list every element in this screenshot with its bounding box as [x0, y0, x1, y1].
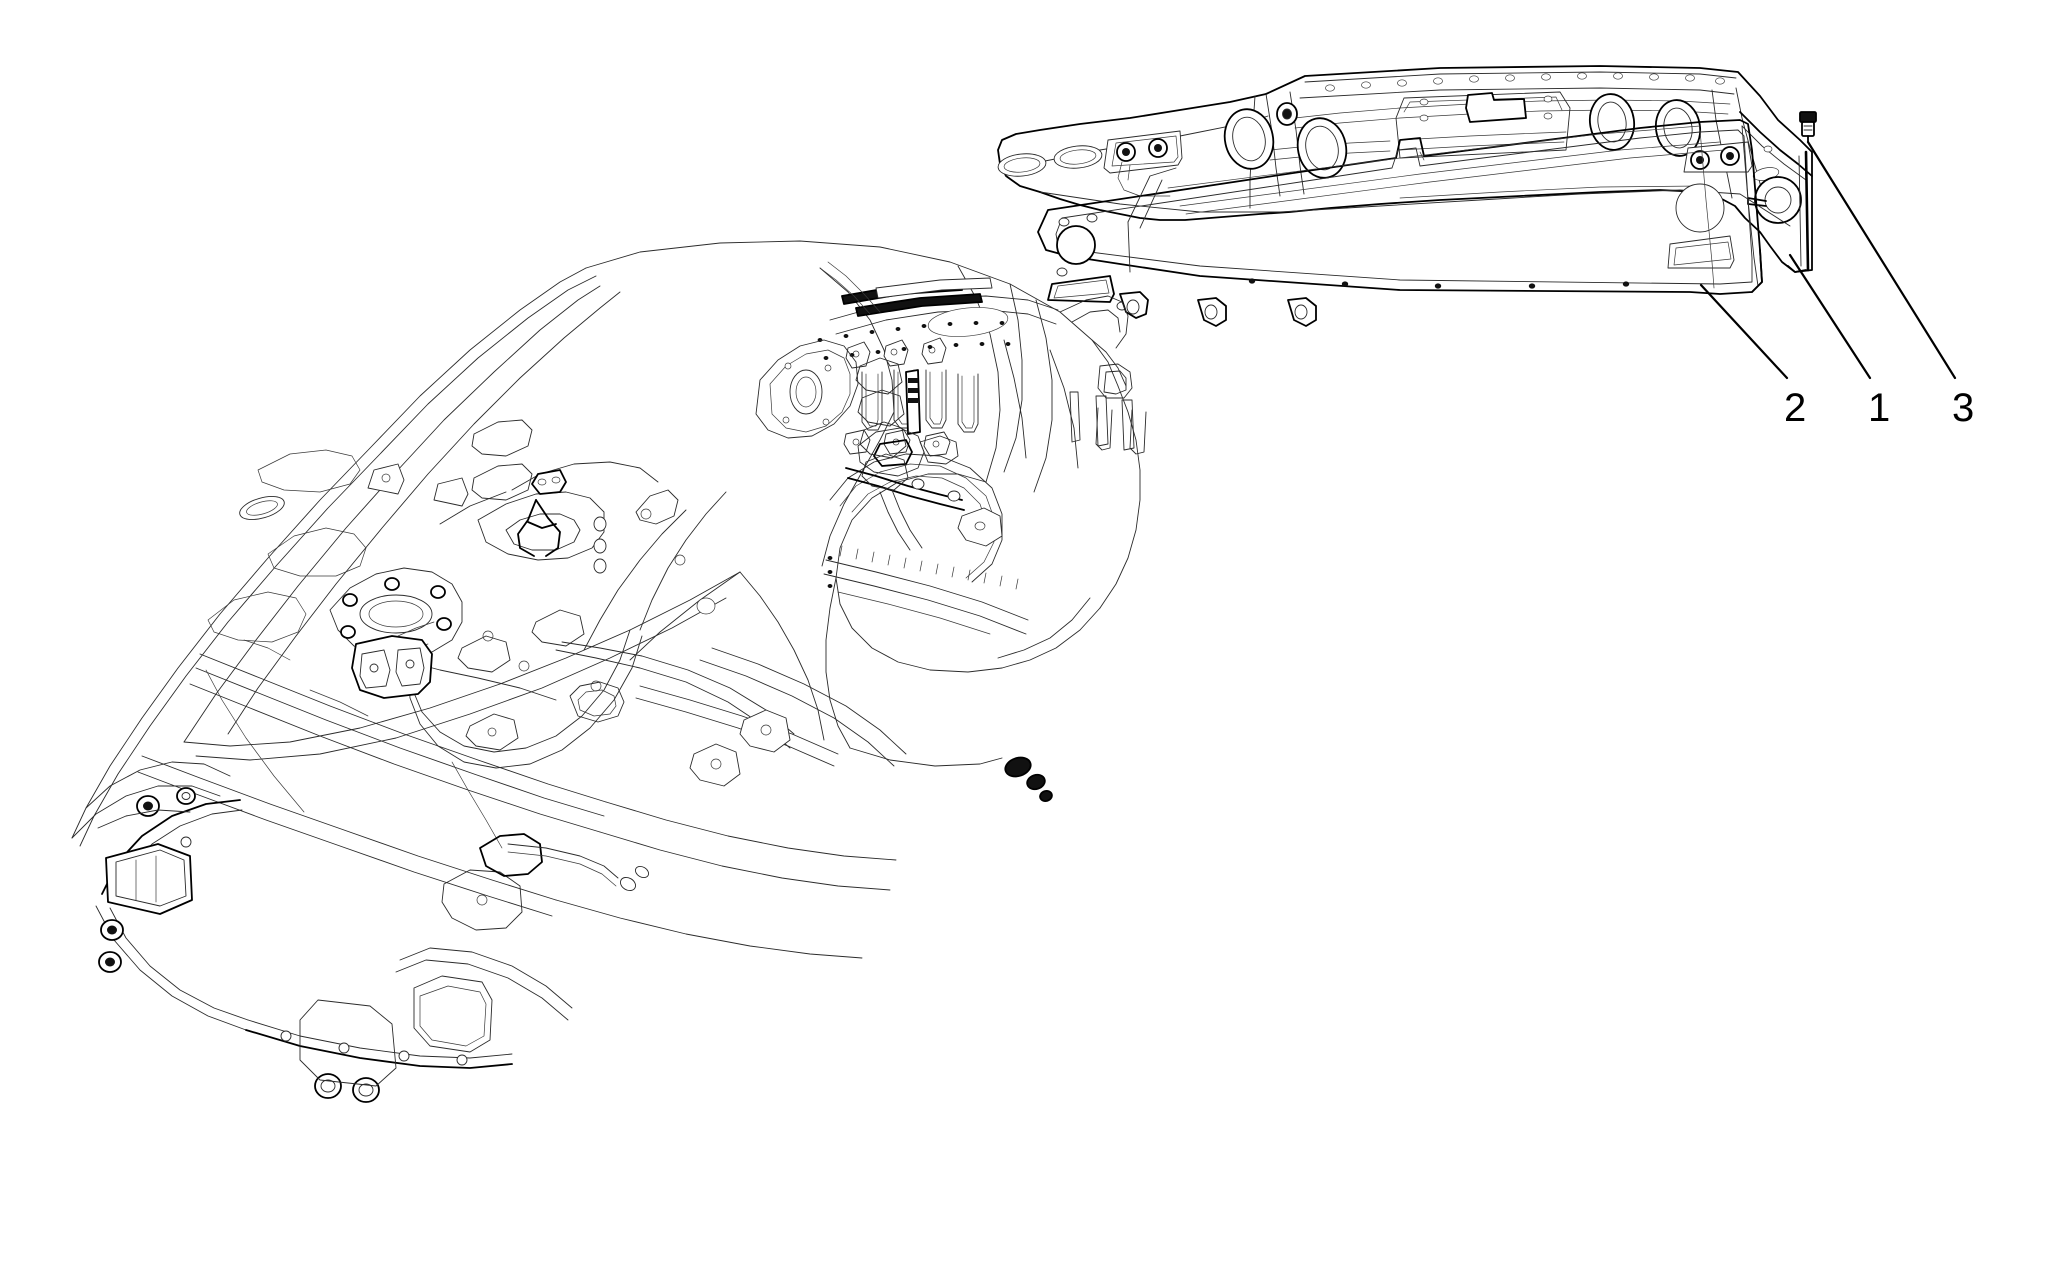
a-pillar-inner	[755, 339, 859, 439]
crossmember-right-end	[1683, 111, 1813, 224]
lower-panel-right-details	[1667, 183, 1735, 269]
crossmember-connector-block	[1103, 130, 1183, 197]
rear-wheelhouse	[829, 427, 1003, 583]
sill-brackets	[689, 709, 791, 787]
callout-label-1: 1	[1868, 386, 1891, 430]
front-cradle-plate	[299, 975, 493, 1087]
callout-leader-lines	[1699, 140, 1957, 380]
bulkhead-brackets	[367, 463, 567, 507]
lower-panel-left-box	[1047, 213, 1128, 311]
crossmember-lamp-apertures-left	[1223, 102, 1348, 179]
bulkhead-apertures	[471, 419, 533, 501]
rear-side-rail	[479, 681, 650, 892]
leader-line-2	[1699, 283, 1789, 380]
inner-wing-apertures	[207, 449, 367, 643]
leader-line-1	[1788, 253, 1872, 380]
leader-line-3	[1806, 140, 1957, 380]
front-end-structure	[71, 761, 231, 839]
upper-rear-crossmember-part	[997, 65, 1813, 273]
crossmember-rivet-holes	[1325, 72, 1725, 92]
floorpan-tunnel	[555, 647, 907, 959]
engine-mount-bracket	[351, 635, 433, 699]
front-bulkhead-panel	[477, 491, 607, 574]
vehicle-bodyshell	[71, 240, 1147, 1103]
crossmember-centre-plate	[1395, 91, 1571, 159]
lower-panel-mounting-tabs	[1119, 291, 1317, 327]
floor-hash-marks	[839, 545, 1019, 590]
bodyside-stamped-ovals	[1004, 756, 1053, 803]
rear-bulkhead-structure	[817, 277, 1147, 469]
fastener-bolt-part	[1799, 111, 1817, 143]
crossmember-left-slots	[997, 145, 1103, 177]
rear-bulkhead-rivet-rows	[817, 321, 1011, 360]
rear-floor-crossmember	[823, 545, 1029, 635]
suspension-turret	[329, 567, 463, 659]
callout-label-3: 3	[1952, 386, 1975, 430]
lower-rear-closing-panel-part	[1037, 119, 1763, 327]
front-subframe-rails	[137, 653, 607, 917]
front-lower-brace	[395, 869, 573, 1021]
front-crash-box	[105, 843, 193, 915]
b-pillar-reinforcement	[855, 357, 909, 491]
rear-bulkhead-brackets	[843, 337, 951, 457]
front-bumper-beam	[95, 799, 513, 1069]
front-cradle-bolts	[98, 919, 380, 1103]
callout-label-2: 2	[1784, 386, 1807, 430]
